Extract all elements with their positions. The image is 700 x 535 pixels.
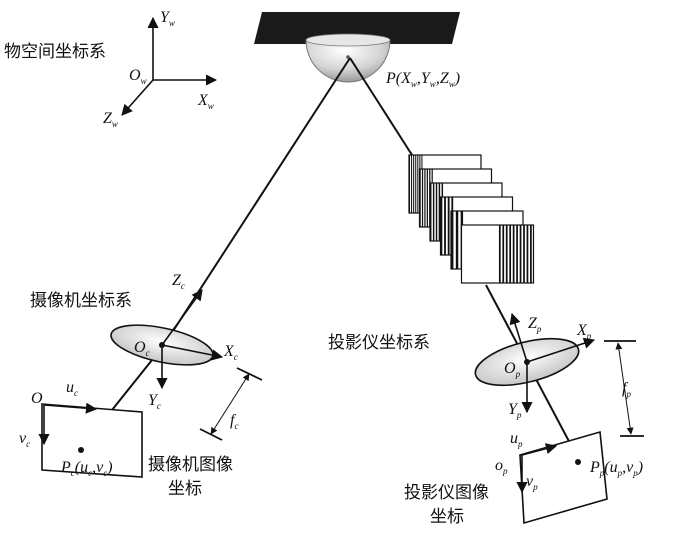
- fringe-stripe: [455, 211, 459, 269]
- fringe-stripe: [530, 225, 532, 283]
- projector-image-plane: up op vp Pp(up,vp) 投影仪图像 坐标: [404, 430, 643, 527]
- projector-fp-dimension: [615, 342, 634, 435]
- camera-ray: [163, 57, 351, 346]
- fringe-stripe: [444, 197, 446, 255]
- projector-x-axis: [526, 337, 596, 363]
- projector-image-title-line2: 坐标: [430, 507, 464, 527]
- world-y-label: Yw: [160, 9, 175, 28]
- projector-image-title-line1: 投影仪图像: [404, 483, 489, 503]
- fringe-stripe: [426, 169, 428, 227]
- world-origin-label: Ow: [129, 67, 147, 86]
- object-base-plate: [254, 12, 460, 44]
- fringe-stripe: [440, 197, 443, 255]
- camera-image-rect: [41, 403, 143, 478]
- projector-image-u-axis: [521, 443, 558, 456]
- world-x-label: Xw: [197, 92, 214, 111]
- world-coordinate-system: 物空间坐标系 Ow Yw Xw Zw: [4, 9, 218, 129]
- camera-fc-label: fc: [230, 412, 238, 431]
- fringe-stripe: [509, 225, 512, 283]
- fringe-stripe: [502, 225, 505, 283]
- camera-fc-dimension: [210, 373, 250, 435]
- fringe-stripe: [419, 169, 421, 227]
- projector-title: 投影仪坐标系: [328, 333, 430, 353]
- fringe-stripe: [447, 197, 450, 255]
- projector-coordinate-system: 投影仪坐标系 Op Zp Xp Yp fp: [328, 312, 644, 437]
- projector-Op-label: Op: [504, 360, 521, 379]
- projector-image-rect: [519, 430, 608, 525]
- fringe-stripe: [424, 169, 426, 227]
- camera-image-Pc-label: Pc(uc,vc): [60, 459, 113, 478]
- camera-Oc-label: Oc: [134, 339, 150, 358]
- fringe-stripe: [409, 155, 411, 213]
- fringe-stripe: [516, 225, 518, 283]
- camera-z-axis: [161, 289, 203, 346]
- camera-Xc-label: Xc: [223, 343, 238, 362]
- projector-origin-point: [524, 359, 530, 365]
- camera-image-u-label: uc: [66, 379, 78, 398]
- camera-title: 摄像机坐标系: [30, 291, 132, 311]
- measured-object: P(Xw,Yw,Zw): [254, 12, 460, 89]
- projector-ray-upper: [349, 57, 413, 156]
- projector-image-v-label: vp: [526, 473, 538, 492]
- camera-fc-tick-bottom: [199, 428, 223, 441]
- fringe-stripe: [415, 155, 417, 213]
- point-P-label: P(Xw,Yw,Zw): [385, 70, 460, 89]
- fringe-stripe: [505, 225, 508, 283]
- camera-image-point: [78, 447, 84, 453]
- fringe-slide-frame: [460, 224, 535, 284]
- camera-image-title-line1: 摄像机图像: [148, 455, 233, 475]
- hemisphere-rim: [305, 33, 391, 47]
- fringe-stripe: [417, 155, 419, 213]
- world-z-axis: [121, 79, 154, 116]
- projector-z-axis: [509, 312, 528, 363]
- camera-Zc-label: Zc: [172, 272, 185, 291]
- camera-coordinate-system: 摄像机坐标系 Oc Zc Xc Yc fc: [30, 272, 263, 441]
- camera-x-axis: [161, 344, 224, 361]
- fringe-stripe: [411, 155, 413, 213]
- projector-Yp-label: Yp: [508, 401, 522, 420]
- camera-image-u-axis: [43, 402, 98, 414]
- projector-image-Pp-label: Pp(up,vp): [589, 459, 643, 478]
- world-z-label: Zw: [103, 110, 118, 129]
- fringe-pattern-stack: [408, 154, 535, 284]
- fringe-stripe: [519, 225, 522, 283]
- world-title: 物空间坐标系: [4, 42, 106, 62]
- fringe-pattern-slide: [460, 224, 535, 284]
- fringe-stripe: [498, 225, 501, 283]
- camera-Yc-label: Yc: [148, 392, 161, 411]
- fringe-stripe: [438, 183, 441, 241]
- fringe-stripe: [435, 183, 438, 241]
- camera-image-v-label: vc: [19, 430, 30, 449]
- fringe-stripe: [432, 183, 435, 241]
- fringe-stripe: [526, 225, 529, 283]
- camera-fc-tick-top: [236, 367, 263, 381]
- fringe-stripe: [413, 155, 415, 213]
- projector-Zp-label: Zp: [528, 315, 542, 334]
- projector-Xp-label: Xp: [576, 322, 592, 341]
- camera-origin-point: [159, 342, 165, 348]
- camera-image-plane: O uc vc Pc(uc,vc) 摄像机图像 坐标: [19, 379, 233, 499]
- fringe-stripe: [523, 225, 525, 283]
- fringe-stripe: [421, 169, 424, 227]
- fringe-stripe: [430, 183, 432, 241]
- projector-image-point: [575, 459, 581, 465]
- camera-image-title-line2: 坐标: [168, 479, 202, 499]
- fringe-stripe: [512, 225, 515, 283]
- projector-fp-label: fp: [622, 380, 631, 399]
- projector-image-o-label: op: [495, 457, 508, 476]
- camera-image-O-label: O: [31, 390, 43, 407]
- projector-image-u-label: up: [510, 430, 523, 449]
- fringe-stripe: [451, 211, 454, 269]
